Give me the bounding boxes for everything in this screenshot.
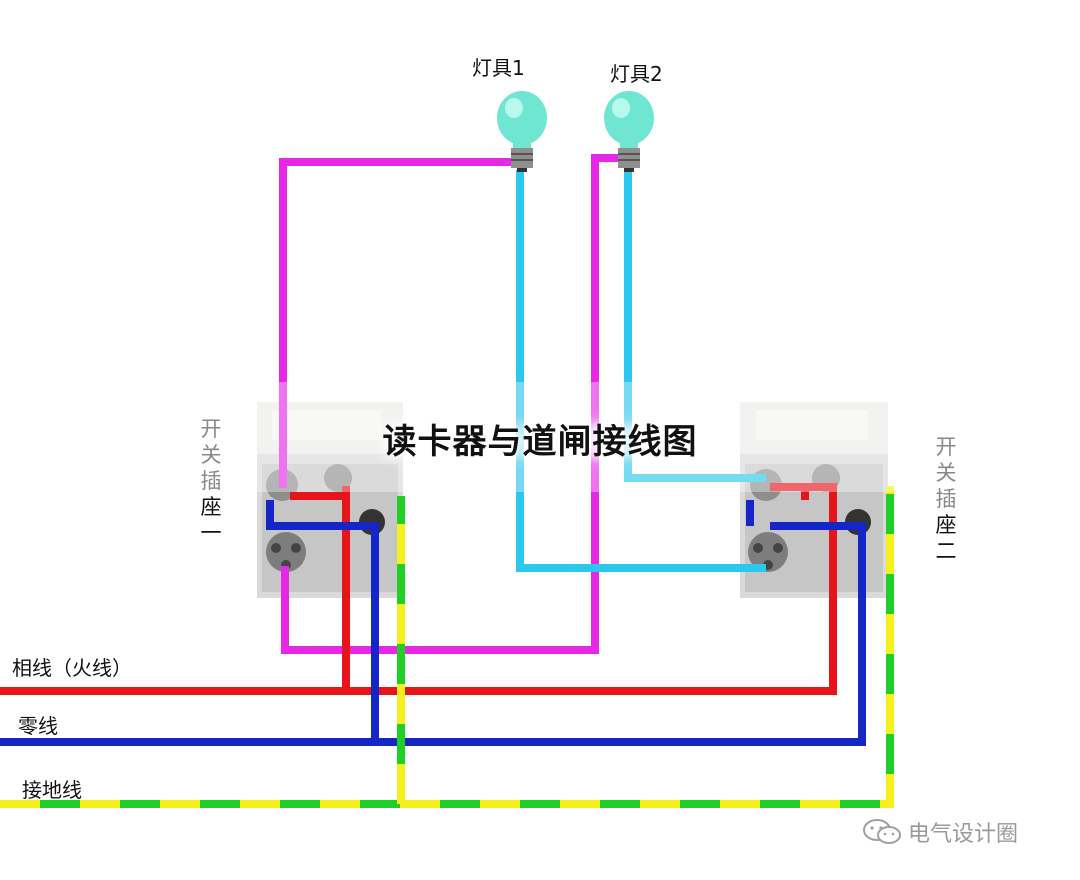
socket-1-char: 一	[200, 521, 222, 545]
neutral-wire	[0, 500, 866, 746]
socket-1-char: 座	[200, 495, 222, 519]
live-wire	[0, 483, 837, 695]
socket-2-char: 插	[935, 487, 957, 511]
socket-1-char: 插	[200, 469, 222, 493]
ground-wire	[0, 486, 894, 808]
lamp-return-wires	[516, 170, 766, 572]
socket-1-char: 开	[200, 417, 222, 441]
light-bulb-1-icon	[497, 91, 547, 172]
socket-2-char: 二	[935, 539, 957, 563]
socket-2-label: 开 关 插 座 二	[933, 434, 959, 564]
switch-leg-wires	[279, 154, 620, 654]
socket-2-char: 关	[935, 461, 957, 485]
watermark: 电气设计圈	[862, 816, 1018, 848]
ground-wire-label: 接地线	[22, 778, 82, 802]
socket-1-label: 开 关 插 座 一	[198, 416, 224, 546]
socket-2-char: 开	[935, 435, 957, 459]
socket-1-char: 关	[200, 443, 222, 467]
socket-2-char: 座	[935, 513, 957, 537]
page-title: 读卡器与道闸接线图	[382, 422, 698, 462]
wechat-icon	[863, 819, 901, 844]
title-fade-band	[0, 382, 1080, 492]
lamp-2-label: 灯具2	[610, 62, 663, 86]
light-bulb-2-icon	[604, 91, 654, 172]
live-wire-label: 相线（火线）	[12, 656, 132, 680]
neutral-wire-label: 零线	[18, 714, 58, 738]
lamp-1-label: 灯具1	[472, 56, 525, 80]
watermark-text: 电气设计圈	[908, 822, 1019, 847]
